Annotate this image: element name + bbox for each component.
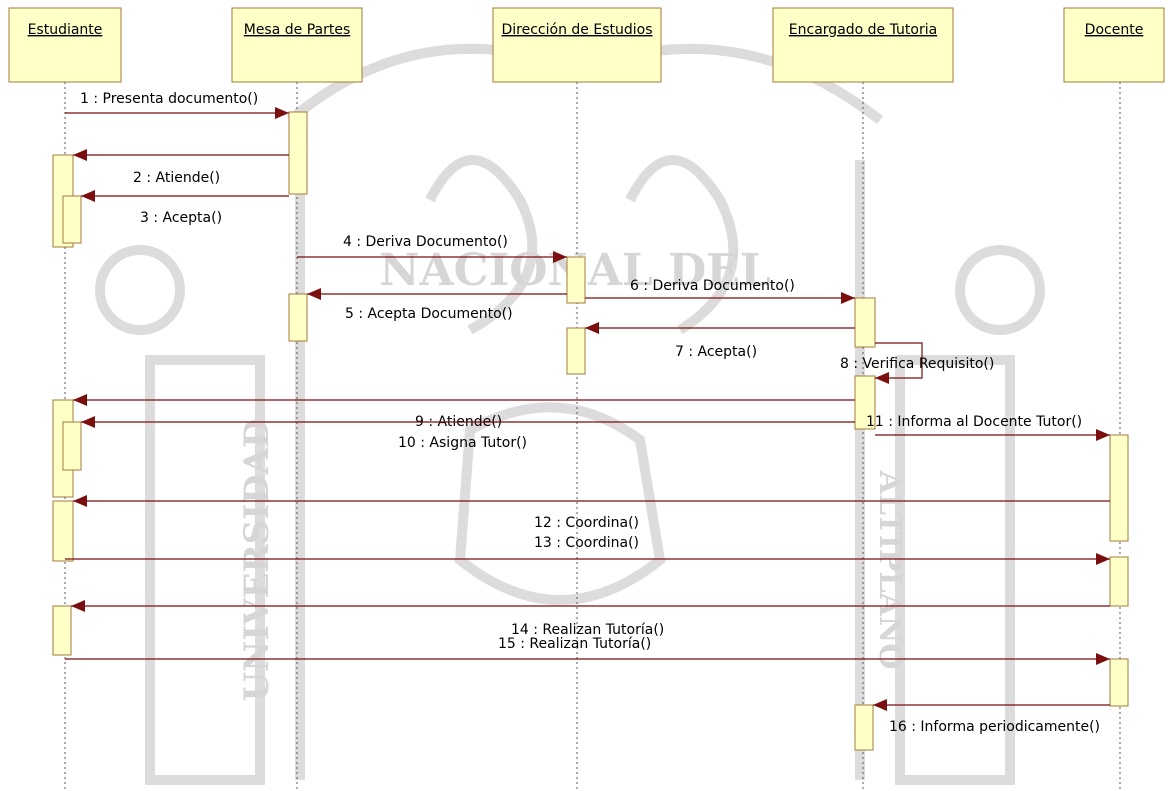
participant-direccion-de-estudios: Dirección de Estudios <box>492 7 662 83</box>
message-label: 5 : Acepta Documento() <box>345 306 513 322</box>
activation-bar <box>288 293 308 342</box>
activation-bar <box>52 500 74 562</box>
participant-mesa-de-partes: Mesa de Partes <box>231 7 363 83</box>
message-4: 4 : Deriva Documento() <box>297 234 567 263</box>
participant-name: Estudiante <box>28 22 103 38</box>
activation-bar <box>62 421 82 471</box>
message-label: 11 : Informa al Docente Tutor() <box>866 414 1082 430</box>
message-label: 2 : Atiende() <box>133 170 220 186</box>
activation-bar <box>854 704 874 751</box>
participant-name: Dirección de Estudios <box>502 22 653 38</box>
message-label: 7 : Acepta() <box>675 344 757 360</box>
activation-bar <box>1109 556 1129 607</box>
activation-bar <box>566 327 586 375</box>
activation-bar <box>566 256 586 304</box>
message-label: 1 : Presenta documento() <box>80 91 258 107</box>
participant-encargado-de-tutoria: Encargado de Tutoria <box>772 7 954 83</box>
participant-name: Docente <box>1085 22 1144 38</box>
message-label: 12 : Coordina() <box>534 515 639 531</box>
message-14: 14 : Realizan Tutoría() <box>71 600 1110 638</box>
activation-bar <box>62 195 82 244</box>
participant-estudiante: Estudiante <box>8 7 122 83</box>
participants: Estudiante Mesa de Partes Dirección de E… <box>8 7 1165 83</box>
watermark-text-left: UNIVERSIDAD <box>237 419 277 702</box>
activation-bar <box>854 297 876 348</box>
message-1: 1 : Presenta documento() <box>65 91 289 119</box>
message-12: 12 : Coordina() <box>73 495 1110 531</box>
activations <box>52 111 1129 751</box>
message-10: 10 : Asigna Tutor() <box>81 416 855 451</box>
lifelines <box>64 82 1121 791</box>
watermark-text-right: ALTIPLANO <box>872 470 907 670</box>
participant-name: Mesa de Partes <box>244 22 351 38</box>
message-label: 15 : Realizan Tutoría() <box>498 636 651 652</box>
message-label: 14 : Realizan Tutoría() <box>511 622 664 638</box>
participant-docente: Docente <box>1063 7 1165 83</box>
message-label: 3 : Acepta() <box>140 210 222 226</box>
message-label: 8 : Verifica Requisito() <box>840 356 994 372</box>
message-3: 3 : Acepta() <box>81 190 289 226</box>
message-5: 5 : Acepta Documento() <box>307 288 567 322</box>
participant-name: Encargado de Tutoria <box>789 22 937 38</box>
message-6: 6 : Deriva Documento() <box>585 278 855 304</box>
message-16: 16 : Informa periodicamente() <box>873 699 1110 735</box>
message-2: 2 : Atiende() <box>73 149 289 186</box>
activation-bar <box>854 375 876 430</box>
activation-bar <box>1109 658 1129 707</box>
message-label: 4 : Deriva Documento() <box>343 234 508 250</box>
message-7: 7 : Acepta() <box>585 322 855 360</box>
message-arrow <box>875 342 923 384</box>
message-9: 9 : Atiende() <box>73 394 855 430</box>
message-label: 6 : Deriva Documento() <box>630 278 795 294</box>
activation-bar <box>1109 434 1129 542</box>
message-15: 15 : Realizan Tutoría() <box>65 636 1110 665</box>
message-label: 16 : Informa periodicamente() <box>889 719 1100 735</box>
activation-bar <box>288 111 308 195</box>
message-label: 10 : Asigna Tutor() <box>398 435 527 451</box>
message-11: 11 : Informa al Docente Tutor() <box>866 414 1110 441</box>
messages: 1 : Presenta documento() 2 : Atiende() 3… <box>65 91 1110 735</box>
activation-bar <box>52 605 72 656</box>
message-label: 13 : Coordina() <box>534 535 639 551</box>
message-8: 8 : Verifica Requisito() <box>840 342 994 384</box>
message-13: 13 : Coordina() <box>65 535 1110 565</box>
